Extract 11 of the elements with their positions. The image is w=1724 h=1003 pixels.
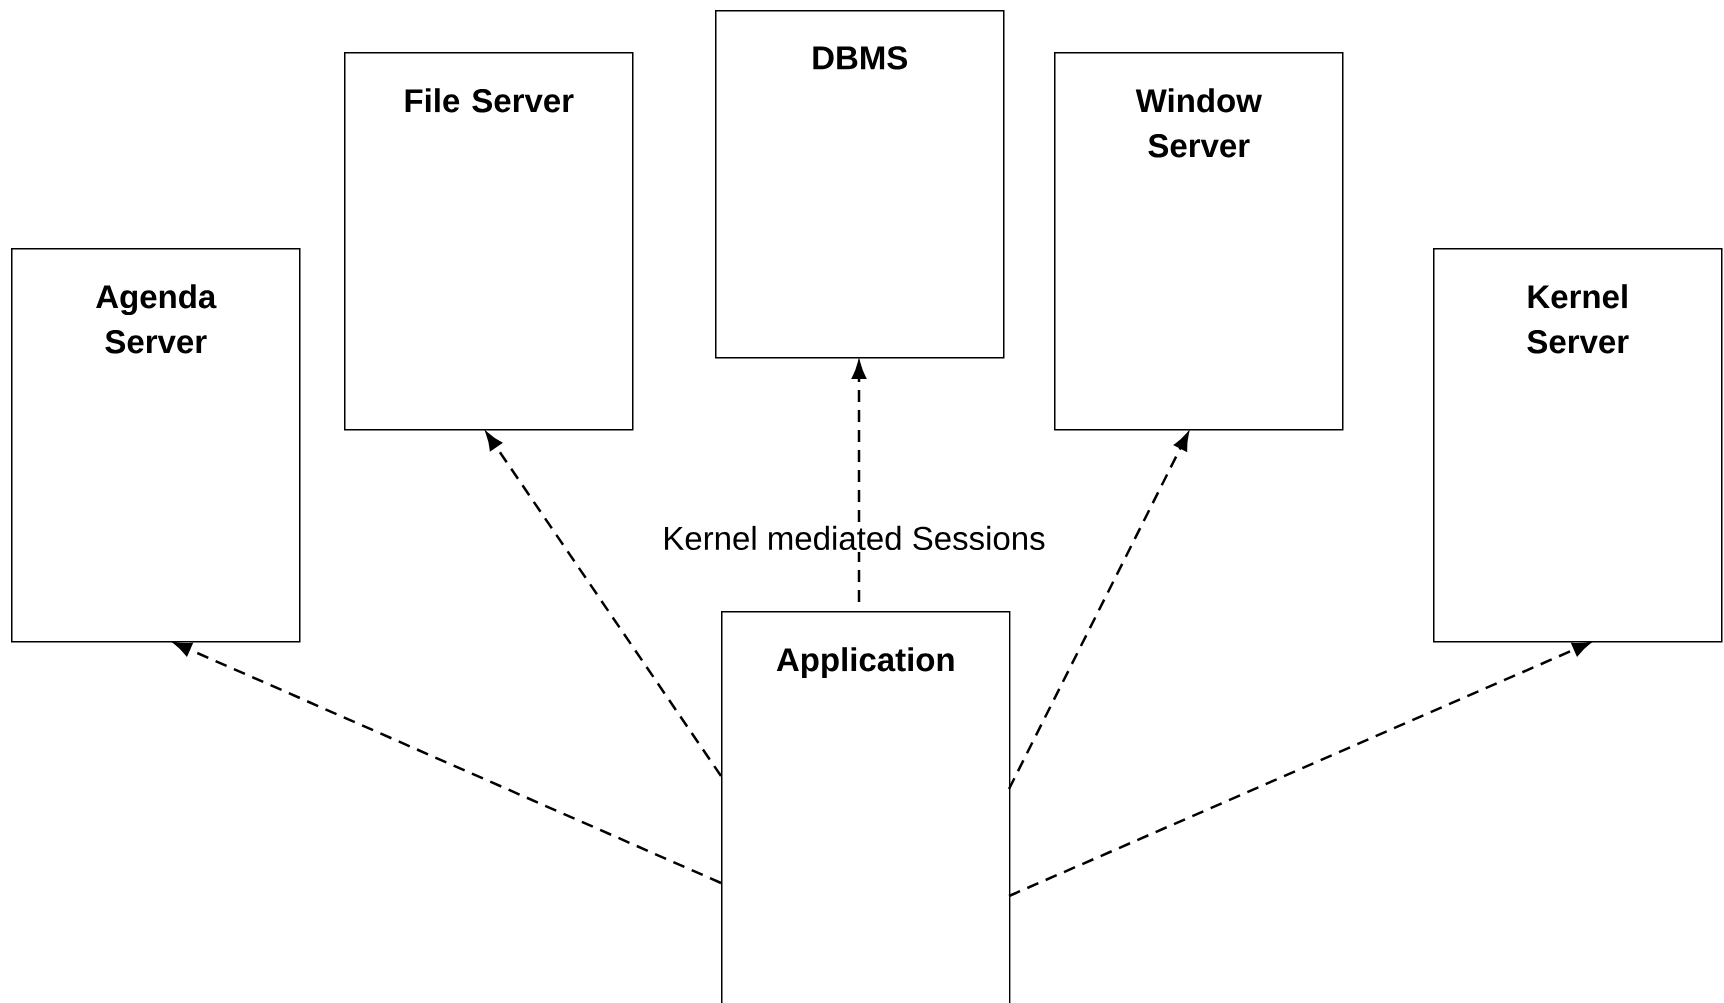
arrow bbox=[1007, 432, 1189, 790]
edge-label: Kernel mediated Sessions bbox=[660, 523, 1048, 553]
server-box: Agenda Server bbox=[11, 248, 301, 643]
server-box: File Server bbox=[344, 52, 634, 431]
server-box: Kernel Server bbox=[1433, 248, 1723, 643]
arrow bbox=[173, 641, 722, 885]
arrow bbox=[851, 361, 867, 602]
server-box: Window Server bbox=[1054, 52, 1344, 431]
server-box: DBMS bbox=[715, 10, 1005, 359]
application-box: Application bbox=[721, 611, 1011, 1003]
arrow bbox=[1008, 641, 1591, 898]
